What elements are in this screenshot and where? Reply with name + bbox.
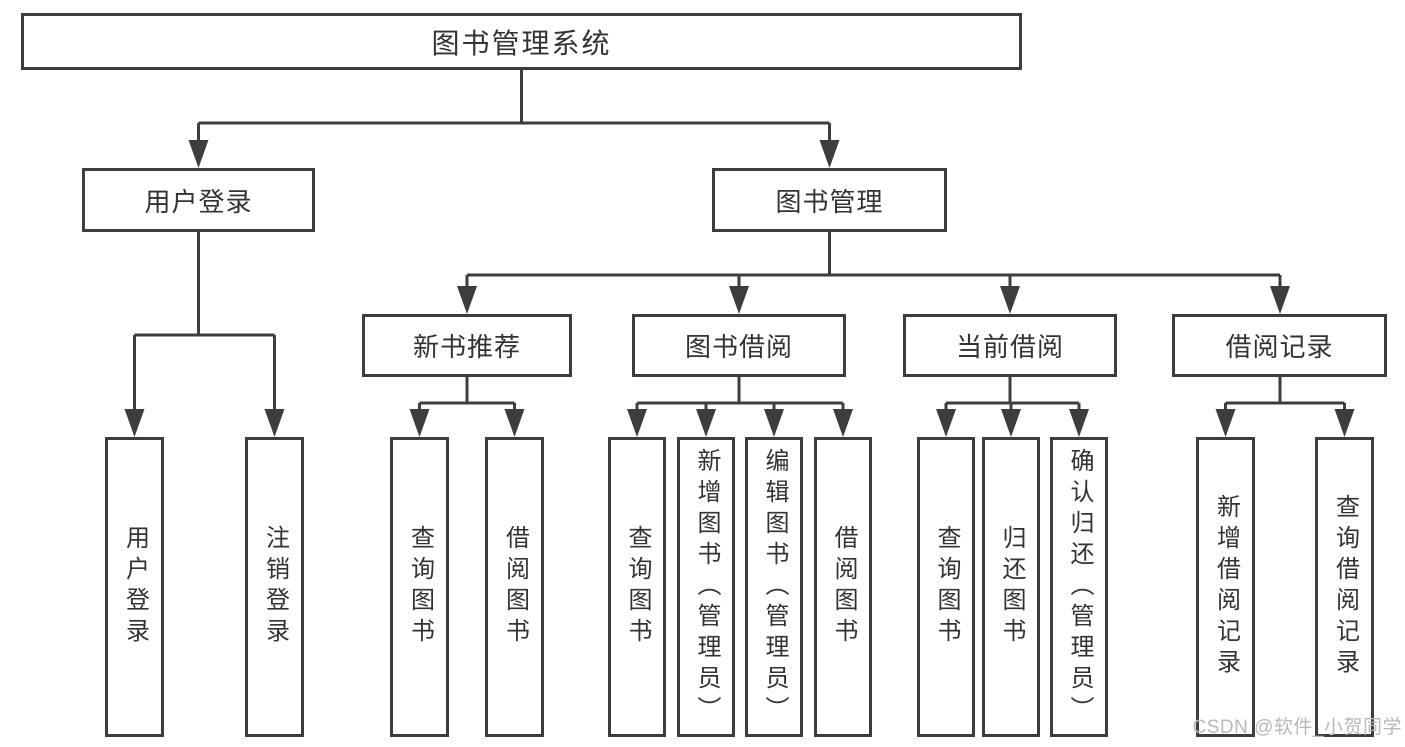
node-book-management-label: 图书管理 <box>775 186 884 217</box>
leaf-confirm-return-admin: 确认归还（管理员） <box>1050 437 1108 737</box>
leaf-borrow-books-label: 借阅图书 <box>830 525 857 649</box>
leaf-return-books-label: 归还图书 <box>998 525 1025 649</box>
node-current-borrowing-label: 当前借阅 <box>955 332 1064 362</box>
leaf-logout: 注销登录 <box>245 437 304 737</box>
leaf-query-borrow-record-label: 查询借阅记录 <box>1331 494 1359 680</box>
arrowheads <box>124 140 1355 437</box>
node-new-book-recommend-label: 新书推荐 <box>412 332 521 362</box>
leaf-user-login-label: 用户登录 <box>121 525 149 649</box>
leaf-edit-books-admin-label: 编辑图书（管理员） <box>761 447 788 727</box>
leaf-borrow-books: 借阅图书 <box>814 437 872 737</box>
leaf-confirm-return-admin-label: 确认归还（管理员） <box>1066 447 1093 727</box>
node-book-borrowing: 图书借阅 <box>632 314 846 377</box>
leaf-newbook-borrow-books: 借阅图书 <box>485 437 544 737</box>
node-user-login: 用户登录 <box>82 168 315 232</box>
node-new-book-recommend: 新书推荐 <box>362 314 572 377</box>
leaf-newbook-query-books: 查询图书 <box>390 437 449 737</box>
leaf-logout-label: 注销登录 <box>261 525 289 649</box>
csdn-watermark: CSDN @软件_小贺同学 <box>1192 717 1402 738</box>
node-user-login-label: 用户登录 <box>144 186 253 217</box>
leaf-newbook-query-books-label: 查询图书 <box>406 525 434 649</box>
leaf-current-query-books-label: 查询图书 <box>933 525 960 649</box>
node-current-borrowing: 当前借阅 <box>903 314 1117 377</box>
leaf-borrow-query-books: 查询图书 <box>608 437 666 737</box>
leaf-return-books: 归还图书 <box>982 437 1040 737</box>
leaf-add-borrow-record-label: 新增借阅记录 <box>1212 494 1240 680</box>
tree-edges <box>133 70 1346 411</box>
node-root-label: 图书管理系统 <box>431 27 612 59</box>
node-book-borrowing-label: 图书借阅 <box>684 332 793 362</box>
node-borrow-records: 借阅记录 <box>1172 314 1387 377</box>
leaf-add-borrow-record: 新增借阅记录 <box>1196 437 1255 737</box>
leaf-current-query-books: 查询图书 <box>917 437 975 737</box>
leaf-query-borrow-record: 查询借阅记录 <box>1315 437 1374 737</box>
leaf-newbook-borrow-books-label: 借阅图书 <box>501 525 529 649</box>
leaf-add-books-admin-label: 新增图书（管理员） <box>693 447 720 727</box>
node-book-management: 图书管理 <box>712 168 947 232</box>
node-root: 图书管理系统 <box>21 13 1022 70</box>
leaf-borrow-query-books-label: 查询图书 <box>624 525 651 649</box>
leaf-user-login: 用户登录 <box>105 437 164 737</box>
leaf-edit-books-admin: 编辑图书（管理员） <box>745 437 803 737</box>
node-borrow-records-label: 借阅记录 <box>1225 332 1334 362</box>
leaf-add-books-admin: 新增图书（管理员） <box>677 437 735 737</box>
